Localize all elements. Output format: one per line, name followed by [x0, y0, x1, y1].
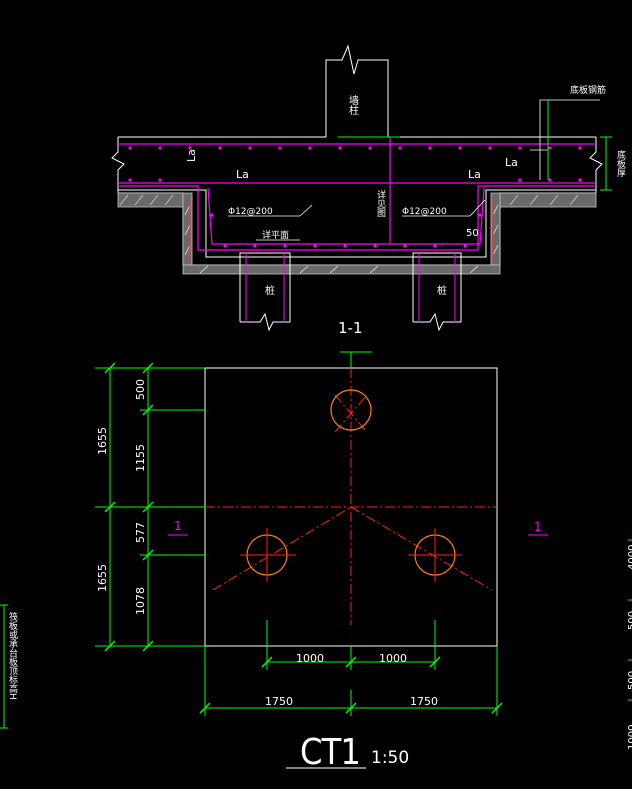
right-edge-dims [628, 539, 632, 701]
dim-left-inner-1: 500 [134, 379, 147, 400]
slab-rebar-label: 底板钢筋 [570, 84, 606, 96]
slab-rebar [118, 137, 596, 251]
dimension-lines [95, 351, 498, 716]
caption-scale: 1:50 [371, 748, 409, 768]
leader-lines [228, 99, 600, 241]
right-edge-dim-4: 1000 [627, 725, 632, 750]
dim-left-outer-top: 1655 [96, 427, 109, 455]
la-right-top: La [505, 156, 518, 169]
rebar-dots [128, 146, 582, 248]
caption-name: CT1 [300, 732, 360, 773]
right-edge-dim-3: 500 [627, 671, 632, 690]
pile-top [330, 389, 372, 431]
dim-bottom-inner-2: 1000 [379, 652, 407, 665]
wall-column-label: 墙柱 [347, 94, 359, 116]
side-note-marker [0, 604, 8, 729]
dim-left-inner-2: 1155 [134, 444, 147, 472]
la-right-mid: La [468, 168, 481, 181]
dim-bottom-outer-1: 1750 [265, 695, 293, 708]
cap-note-label: 详平面 [262, 229, 289, 241]
right-edge-dim-labels: 4000 500 500 1000 [627, 545, 632, 750]
cushion-hatch [119, 194, 579, 274]
dimension-labels: 1655 1655 500 1155 577 1078 1000 1000 17… [96, 379, 438, 708]
la-left-top: La [185, 149, 198, 162]
right-edge-dim-1: 4000 [627, 545, 632, 570]
rebar-left-label: Φ12@200 [228, 207, 273, 217]
section-mark-right: 1 [534, 520, 542, 534]
dim-left-outer-bottom: 1655 [96, 564, 109, 592]
waterproof-layer [189, 200, 494, 262]
section-labels: La La La La Φ12@200 Φ12@200 50 详平面 [185, 149, 518, 241]
side-note: 筏板或承台板顶标高H [7, 611, 18, 700]
dim-left-inner-4: 1078 [134, 587, 147, 615]
pile-anchor-bars [245, 253, 456, 322]
la-left-mid: La [236, 168, 249, 181]
pile-right [412, 252, 462, 332]
plan-view: 1 1 [0, 351, 632, 773]
wall-column [325, 44, 389, 137]
section-view: 墙柱 [111, 44, 626, 337]
dim-bottom-inner-1: 1000 [296, 652, 324, 665]
pile-left [239, 252, 291, 332]
pile-top-label: 详见图 [375, 189, 386, 218]
rebar-right-label: Φ12@200 [402, 207, 447, 217]
dimension-ticks [104, 362, 503, 714]
pile-left-label: 桩 [263, 284, 275, 296]
slab-thickness-label: 底板厚 [615, 149, 626, 178]
section-title: 1-1 [338, 319, 363, 337]
section-mark-left: 1 [174, 519, 182, 533]
centerlines [205, 368, 497, 625]
right-dim [338, 100, 612, 191]
pile-right-label: 桩 [435, 284, 447, 296]
dim-left-inner-3: 577 [134, 522, 147, 543]
pile-crosshairs [240, 528, 462, 582]
dim-bottom-outer-2: 1750 [410, 695, 438, 708]
cushion-label: 50 [466, 228, 479, 239]
right-edge-dim-2: 500 [627, 611, 632, 630]
